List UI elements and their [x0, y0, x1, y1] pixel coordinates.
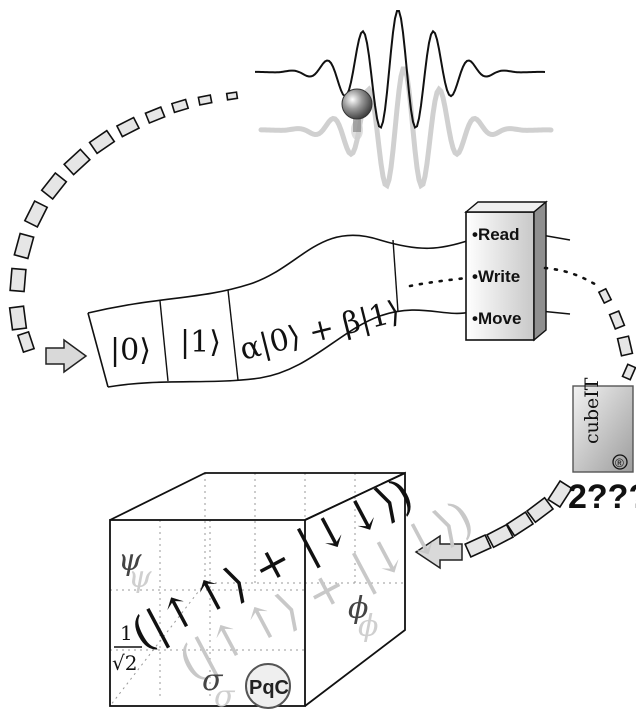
path-dash	[170, 98, 190, 114]
tape-bottom-edge	[107, 309, 471, 388]
psi-symbol: ψ	[118, 543, 142, 578]
pqc-stamp: PqC	[245, 663, 291, 709]
path-dash	[597, 287, 613, 305]
wave-shadow	[258, 66, 554, 190]
logo-text: cubeIT	[581, 377, 603, 444]
path-dash	[40, 171, 68, 201]
path-dash	[9, 267, 27, 293]
tape-top-edge	[87, 234, 471, 314]
head-command-read: •Read	[472, 225, 520, 244]
right-dashed-path	[464, 287, 636, 558]
tape-cell-divider	[159, 300, 169, 382]
path-dash	[616, 335, 634, 357]
prefactor-numerator: 1	[120, 621, 133, 645]
head-dotted-continuation	[543, 266, 600, 288]
path-dash	[63, 148, 91, 176]
sigma-symbol: σ	[202, 663, 224, 698]
tape-cell-divider	[392, 239, 399, 313]
phi-symbol-shadow: ϕ	[358, 609, 378, 644]
path-dash	[608, 309, 626, 331]
year-label: 2???	[568, 478, 636, 516]
entanglement-cube: (|↑↑⟩ + |↓↓⟩) (|↑↑⟩ + |↓↓⟩) 1 √2 ψ ψ ϕ ϕ…	[109, 469, 482, 714]
path-dash	[197, 94, 213, 106]
path-dash	[88, 129, 116, 155]
path-dash	[525, 496, 555, 524]
path-dash	[485, 523, 515, 549]
tape-cell-1: |1⟩	[180, 325, 221, 360]
path-dash	[505, 511, 535, 537]
path-dash	[13, 232, 35, 260]
quantum-tape: |0⟩ |1⟩ α|0⟩ + β|1⟩	[87, 234, 471, 388]
pqc-stamp-text: PqC	[249, 677, 289, 699]
head-command-write: •Write	[472, 267, 520, 286]
path-dash	[144, 106, 166, 125]
tape-dotted-continuation	[408, 276, 468, 288]
tape-left-edge	[87, 312, 109, 388]
head-command-move: •Move	[472, 309, 521, 328]
tape-cell-0: |0⟩	[110, 333, 151, 368]
path-dash	[621, 363, 636, 381]
path-dash	[225, 91, 239, 101]
wave-packet	[255, 10, 554, 190]
path-dash	[8, 305, 28, 331]
wave-line	[255, 10, 546, 130]
path-dash	[16, 330, 36, 354]
input-arrow-icon	[45, 338, 88, 374]
left-dashed-path	[8, 91, 239, 354]
psi-symbol-shadow: ψ	[128, 560, 152, 595]
tape-cell-2: α|0⟩ + β|1⟩	[236, 294, 403, 368]
sigma-symbol-shadow: σ	[214, 679, 236, 714]
logo-registered-mark: ®	[615, 456, 624, 470]
cube-input-arrow-icon	[414, 534, 463, 570]
path-dash	[547, 479, 573, 509]
path-dash	[464, 534, 492, 558]
prefactor-denominator: √2	[112, 651, 137, 675]
particle-ball	[341, 88, 373, 140]
phi-symbol: ϕ	[348, 591, 368, 626]
path-dash	[23, 199, 49, 229]
read-write-head: •Read •Write •Move	[464, 200, 571, 342]
tape-cell-divider	[227, 289, 239, 381]
cubeit-logo: cubeIT ®	[572, 377, 634, 473]
path-dash	[115, 116, 141, 138]
